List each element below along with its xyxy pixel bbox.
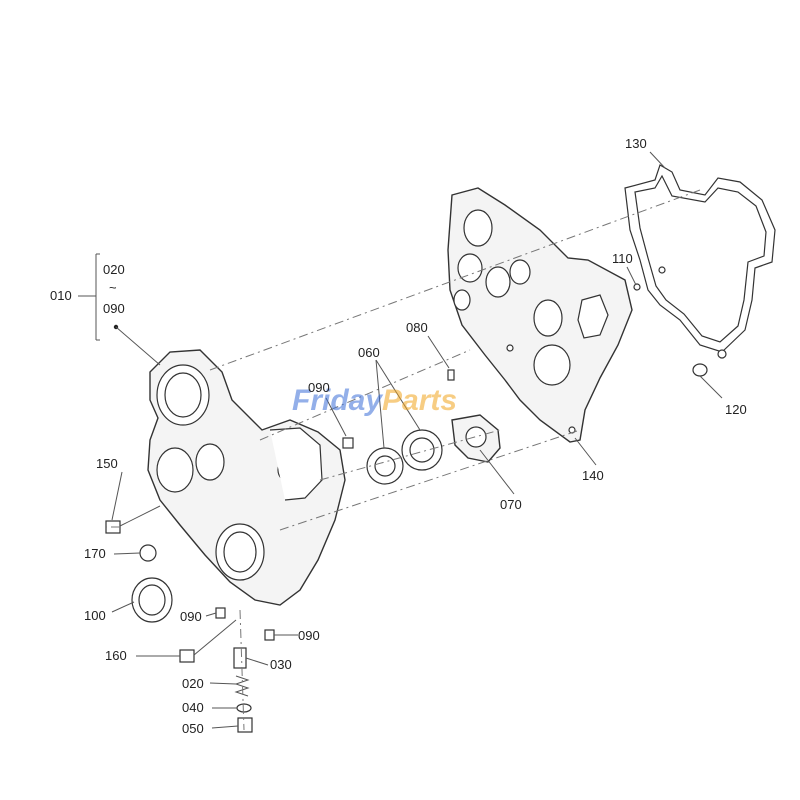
bolt-160 [179, 619, 237, 663]
label-050: 050 [182, 721, 204, 736]
plug-090-low-right [264, 629, 275, 641]
label-020-top: 020 [103, 262, 125, 277]
label-150: 150 [96, 456, 118, 471]
label-120: 120 [725, 402, 747, 417]
plug-090-mid [342, 437, 354, 449]
leader-lines [111, 151, 723, 729]
label-110: 110 [612, 251, 633, 266]
pump-cover-070 [451, 414, 501, 463]
plate-140 [447, 187, 633, 443]
label-130: 130 [625, 136, 647, 151]
label-060: 060 [358, 345, 380, 360]
gear-060-inner [401, 429, 443, 471]
cap-170 [139, 544, 157, 562]
gear-060-outer [366, 447, 404, 485]
watermark-part2: Parts [382, 384, 457, 417]
label-140: 140 [582, 468, 604, 483]
plug-110 [633, 283, 641, 291]
label-160: 160 [105, 648, 127, 663]
range-bracket [78, 253, 161, 366]
label-080: 080 [406, 320, 428, 335]
valve-030 [233, 647, 247, 669]
o-ring-120 [692, 363, 708, 377]
label-070: 070 [500, 497, 522, 512]
washer-040 [236, 703, 252, 713]
label-040: 040 [182, 700, 204, 715]
spring-020 [234, 675, 250, 697]
label-tilde: ~ [109, 280, 117, 295]
label-010: 010 [50, 288, 72, 303]
label-090-low-left: 090 [180, 609, 202, 624]
watermark-part1: Friday [292, 384, 383, 417]
assembly-axes [106, 189, 701, 731]
oil-seal-100 [131, 577, 173, 623]
gear-case-010 [147, 349, 346, 606]
label-100: 100 [84, 608, 106, 623]
plug-050 [237, 717, 253, 733]
label-020-bottom: 020 [182, 676, 204, 691]
label-090-top: 090 [103, 301, 125, 316]
gasket-130 [624, 164, 776, 359]
plug-090-low-left [215, 607, 226, 619]
label-170: 170 [84, 546, 106, 561]
watermark: FridayParts [292, 384, 457, 417]
label-030: 030 [270, 657, 292, 672]
pin-080 [447, 369, 455, 381]
label-090-low-right: 090 [298, 628, 320, 643]
label-090-mid: 090 [308, 380, 330, 395]
